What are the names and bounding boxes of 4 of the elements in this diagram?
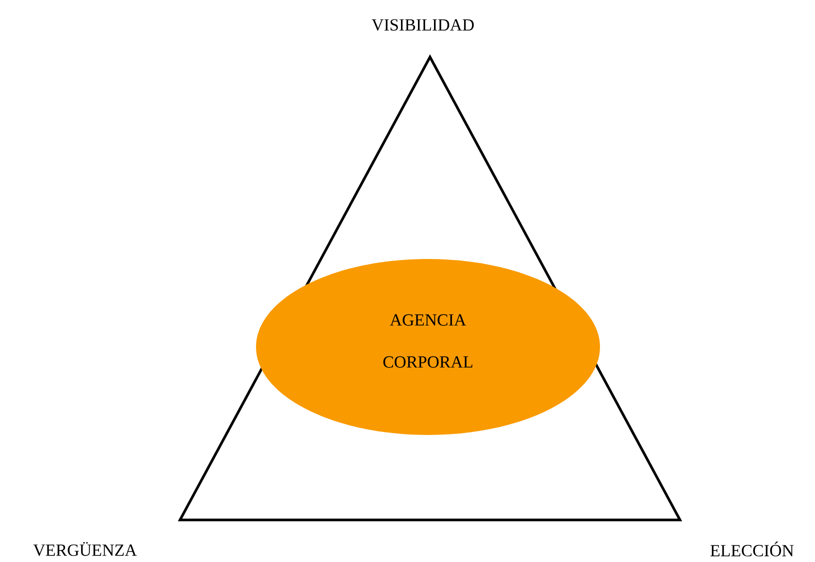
- ellipse-label: AGENCIA CORPORAL: [383, 314, 472, 368]
- corner-label: VISIBILIDAD: [372, 19, 474, 31]
- corner-label: VERGÜENZA: [33, 542, 137, 556]
- corner-label: ELECCIÓN: [710, 542, 794, 556]
